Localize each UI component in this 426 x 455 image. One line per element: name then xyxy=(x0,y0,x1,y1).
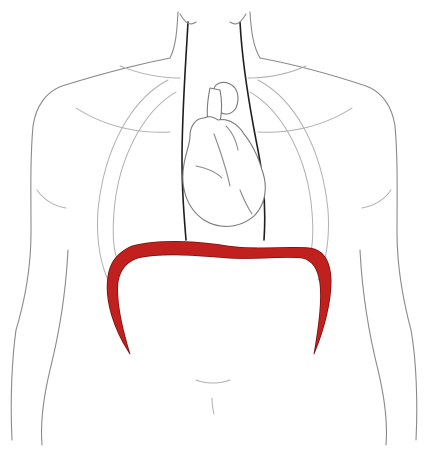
left-clavicle-line xyxy=(120,66,180,78)
right-pectoral-line xyxy=(258,108,352,132)
diaphragm-muscle xyxy=(107,241,331,354)
heart-and-vessels xyxy=(183,82,265,226)
trachea-left-wall xyxy=(182,22,188,240)
left-rib-curve-inner xyxy=(113,92,176,262)
navel-mark xyxy=(212,398,214,414)
left-pectoral-line xyxy=(76,108,170,132)
trachea-top-right xyxy=(230,14,246,24)
left-arm-inner-line xyxy=(37,190,66,208)
neck-outline-right xyxy=(250,12,260,58)
right-arm-inner-line xyxy=(362,190,391,208)
heart-outline xyxy=(183,117,265,227)
right-flank-outline xyxy=(360,250,387,445)
diaphragm xyxy=(107,241,331,354)
left-flank-outline xyxy=(41,250,68,445)
torso-outline xyxy=(11,12,417,445)
neck-outline-left xyxy=(170,12,178,58)
right-clavicle-line xyxy=(248,66,306,78)
lower-abdomen-line xyxy=(196,380,230,383)
